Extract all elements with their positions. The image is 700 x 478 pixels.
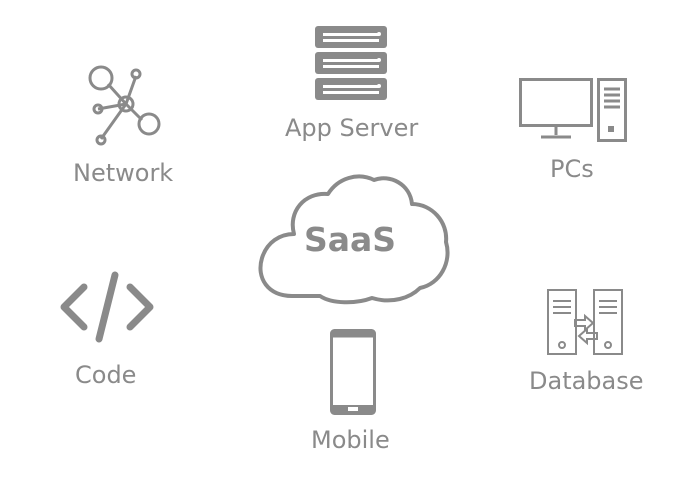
desktop-pc-icon <box>519 78 629 142</box>
network-label: Network <box>73 159 174 187</box>
pcs-label: PCs <box>550 155 594 183</box>
cloud-icon: SaaS <box>252 172 452 305</box>
network-nodes-icon <box>84 64 164 148</box>
database-label: Database <box>529 367 644 395</box>
app-server-label: App Server <box>285 114 419 142</box>
mobile-phone-icon <box>330 329 376 415</box>
code-brackets-icon <box>58 271 156 343</box>
center-label: SaaS <box>304 220 396 259</box>
code-label: Code <box>75 361 137 389</box>
database-servers-icon <box>547 289 625 357</box>
server-rack-icon <box>315 26 387 102</box>
mobile-label: Mobile <box>311 426 390 454</box>
